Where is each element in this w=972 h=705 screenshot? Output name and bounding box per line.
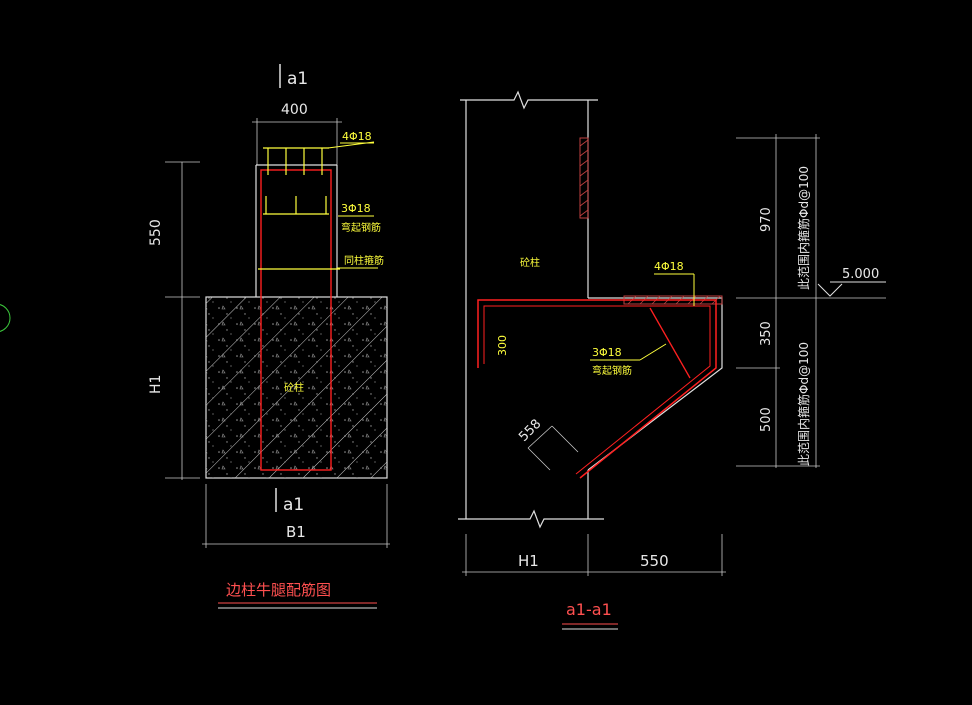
label-bent-name: 弯起钢筋 (341, 221, 381, 234)
dim-top-width: 400 (281, 102, 308, 118)
dim-558: 558 (516, 417, 544, 445)
green-circle-marker (0, 304, 11, 332)
elevation-value: 5.000 (842, 267, 879, 282)
dim-558-ext-2 (551, 425, 579, 453)
leader-right-bent-diag (639, 343, 667, 361)
column-break-top (460, 90, 598, 110)
top-bars-group (258, 147, 340, 270)
elevation-triangle (817, 283, 843, 297)
dim-right-upper: 970 (759, 207, 774, 232)
note-stirrup-lower: 此范围内箍筋Φd@100 (796, 342, 811, 466)
note-stirrup-upper: 此范围内箍筋Φd@100 (796, 166, 811, 290)
section-mark-bottom-label: a1 (283, 495, 304, 515)
dim-558-ext-1 (527, 447, 551, 471)
dim-right-mid: 350 (759, 321, 774, 346)
label-top-bars: 4Φ18 (342, 130, 372, 143)
left-title: 边柱牛腿配筋图 (226, 581, 331, 599)
dim-left-lower: H1 (148, 375, 164, 394)
dim-558-line (527, 425, 553, 449)
label-right-bent-qty: 3Φ18 (592, 346, 622, 359)
corbel-main-rebar-inner (483, 305, 711, 475)
right-view: 砼柱 4Φ18 3Φ18 弯起钢筋 300 558 970 350 500 此范… (458, 90, 886, 630)
left-view: a1 400 550 H1 (148, 64, 390, 609)
label-column-left: 砼柱 (284, 381, 304, 394)
corbel-outline (587, 297, 723, 471)
dim-bottom-right-h1: H1 (518, 552, 539, 570)
corbel-dots (206, 297, 387, 478)
label-bent-qty: 3Φ18 (341, 202, 371, 215)
bent-rebar (649, 307, 691, 379)
right-title: a1-a1 (566, 600, 612, 619)
label-right-top-bars: 4Φ18 (654, 260, 684, 273)
dim-bottom-width: B1 (286, 523, 306, 541)
label-column-right: 砼柱 (520, 256, 540, 269)
dim-left-upper: 550 (148, 219, 164, 246)
dim-300: 300 (496, 335, 509, 356)
column-stirrup (260, 169, 332, 471)
dim-bottom-right-550: 550 (640, 552, 669, 570)
wall-hatch-upper-lines (579, 139, 589, 217)
column-break-bottom (458, 509, 604, 529)
corbel-main-rebar (477, 299, 717, 479)
label-stirrups: 同柱箍筋 (344, 254, 384, 267)
section-mark-top-label: a1 (287, 69, 308, 89)
label-right-bent-name: 弯起钢筋 (592, 364, 632, 377)
wall-hatch-upper (579, 137, 589, 219)
dim-right-lower: 500 (759, 407, 774, 432)
